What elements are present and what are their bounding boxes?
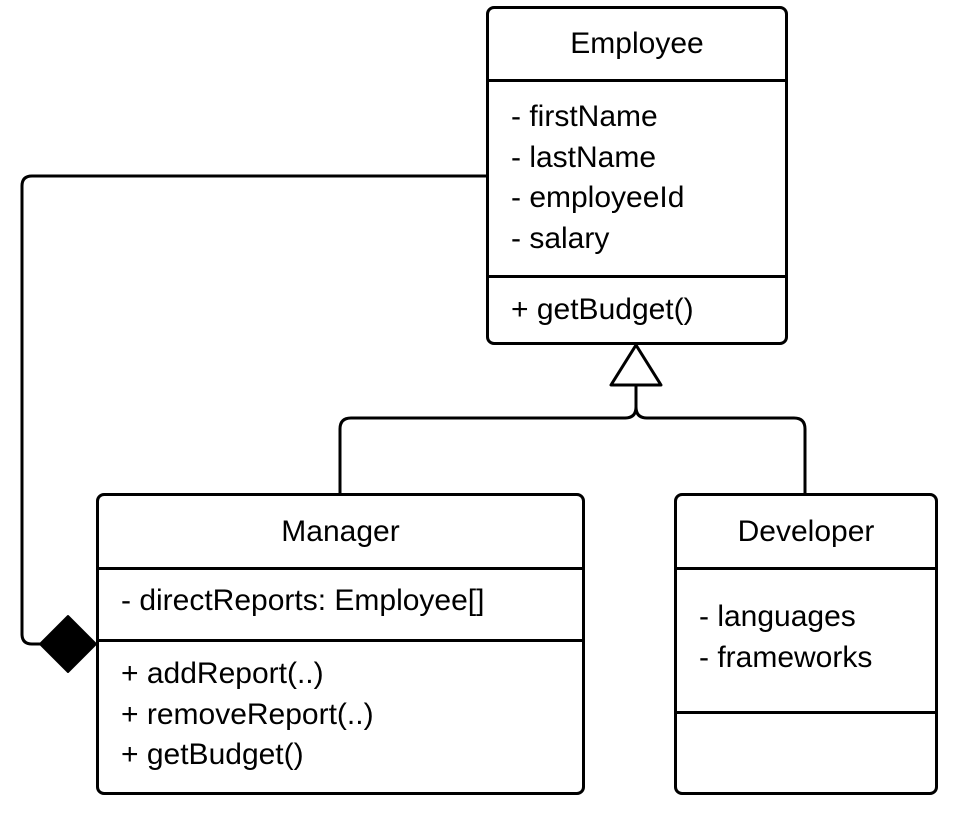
class-manager-attributes: - directReports: Employee[] [99,567,582,639]
class-manager-operation-list: + addReport(..) + removeReport(..) + get… [121,654,582,776]
class-developer[interactable]: Developer - languages - frameworks [674,493,938,795]
generalization-line-developer [634,406,807,493]
class-employee-attribute: - salary [511,221,610,255]
generalization-line-manager [338,385,638,493]
generalization-arrowhead [609,343,663,387]
class-employee-operation-list: + getBudget() [511,290,785,331]
class-manager-operation: + removeReport(..) [121,697,374,731]
class-employee-attribute-list: - firstName - lastName - employeeId - sa… [511,97,785,259]
class-employee-name: Employee [570,27,704,60]
class-manager-name: Manager [281,514,400,548]
composition-diamond [39,615,97,673]
class-developer-attributes: - languages - frameworks [677,567,935,711]
class-manager-operation: + getBudget() [121,738,304,771]
class-employee-name-compartment: Employee [489,9,785,79]
class-employee-operations: + getBudget() [489,275,785,342]
class-manager-operations: + addReport(..) + removeReport(..) + get… [99,639,582,792]
class-employee-attribute: - lastName [511,140,657,174]
class-employee-attribute: - firstName [511,100,658,133]
class-developer-name-compartment: Developer [677,496,935,567]
class-developer-attribute: - frameworks [699,640,873,674]
class-manager-attribute: - directReports: Employee[] [121,584,485,617]
class-developer-attribute-list: - languages - frameworks [699,597,935,678]
class-manager-attribute-list: - directReports: Employee[] [121,581,582,622]
class-manager-operation: + addReport(..) [121,657,324,690]
class-employee[interactable]: Employee - firstName - lastName - employ… [486,6,788,345]
class-developer-operations [677,711,935,792]
class-developer-attribute: - languages [699,600,856,633]
class-employee-operation: + getBudget() [511,293,694,326]
class-manager-name-compartment: Manager [99,496,582,567]
class-employee-attribute: - employeeId [511,181,685,214]
composition-line [20,174,487,646]
class-employee-attributes: - firstName - lastName - employeeId - sa… [489,79,785,275]
class-developer-name: Developer [737,514,875,548]
class-manager[interactable]: Manager - directReports: Employee[] + ad… [96,493,585,795]
